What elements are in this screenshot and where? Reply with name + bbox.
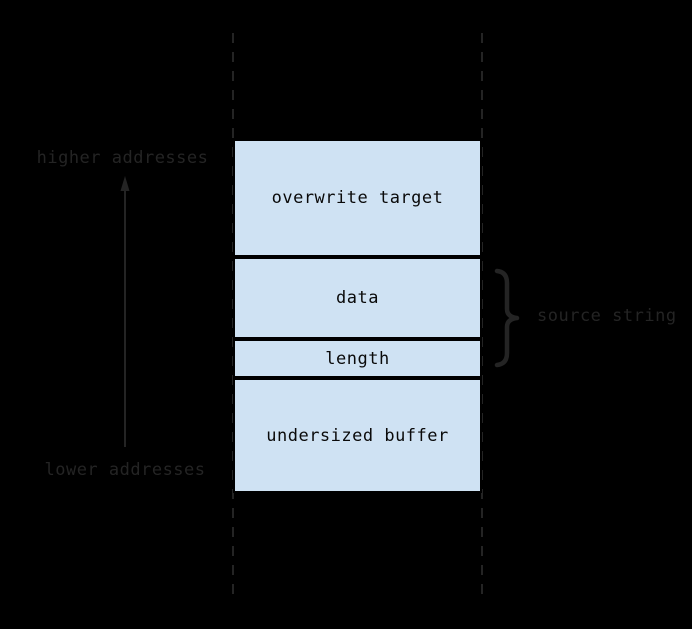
higher-addresses-label: higher addresses xyxy=(36,148,209,168)
memory-box-data: data xyxy=(233,257,482,339)
memory-box-label: undersized buffer xyxy=(266,425,449,446)
dashed-guide-line-right xyxy=(481,33,483,599)
memory-box-overwrite-target: overwrite target xyxy=(233,139,482,257)
address-direction-up-arrow-icon xyxy=(120,176,130,447)
source-string-brace-icon xyxy=(494,268,520,368)
memory-box-label: overwrite target xyxy=(271,188,444,208)
memory-box-label: length xyxy=(325,348,390,369)
memory-stack: overwrite target data length undersized … xyxy=(233,139,482,493)
memory-box-undersized-buffer: undersized buffer xyxy=(233,378,482,493)
memory-box-length: length xyxy=(233,339,482,378)
lower-addresses-label: lower addresses xyxy=(44,460,206,480)
source-string-label: source string xyxy=(537,306,677,326)
memory-box-label: data xyxy=(336,288,379,308)
